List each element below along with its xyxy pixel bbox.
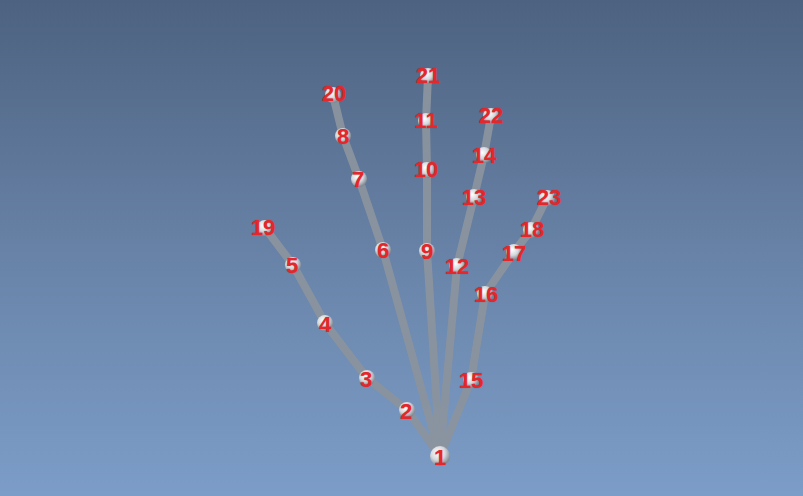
joint-number: 2 [400,401,412,423]
joint-number: 10 [414,159,438,181]
joint-number: 13 [462,187,486,209]
joint-number: 21 [416,65,440,87]
joint-number: 7 [352,169,364,191]
joint-spheres [257,68,555,466]
joint-number: 11 [414,110,437,132]
joint-number: 20 [322,83,346,105]
joint-number: 1 [434,447,446,469]
joint-number: 23 [537,187,561,209]
joint-number: 4 [319,314,331,336]
little-bone [440,198,547,456]
thumb-bone [265,228,440,456]
joint-number: 15 [459,370,483,392]
joint-number: 6 [377,240,389,262]
joint-number: 9 [421,241,433,263]
joint-number: 8 [337,126,349,148]
joint-number: 3 [360,369,372,391]
joint-number: 17 [502,243,526,265]
joint-number: 5 [286,255,298,277]
middle-bone [426,76,440,456]
joint-number: 18 [520,219,544,241]
joint-number: 22 [479,105,503,127]
joint-number: 12 [445,256,469,278]
joint-number: 14 [472,145,496,167]
joint-number: 19 [251,217,275,239]
joint-number: 16 [474,284,498,306]
